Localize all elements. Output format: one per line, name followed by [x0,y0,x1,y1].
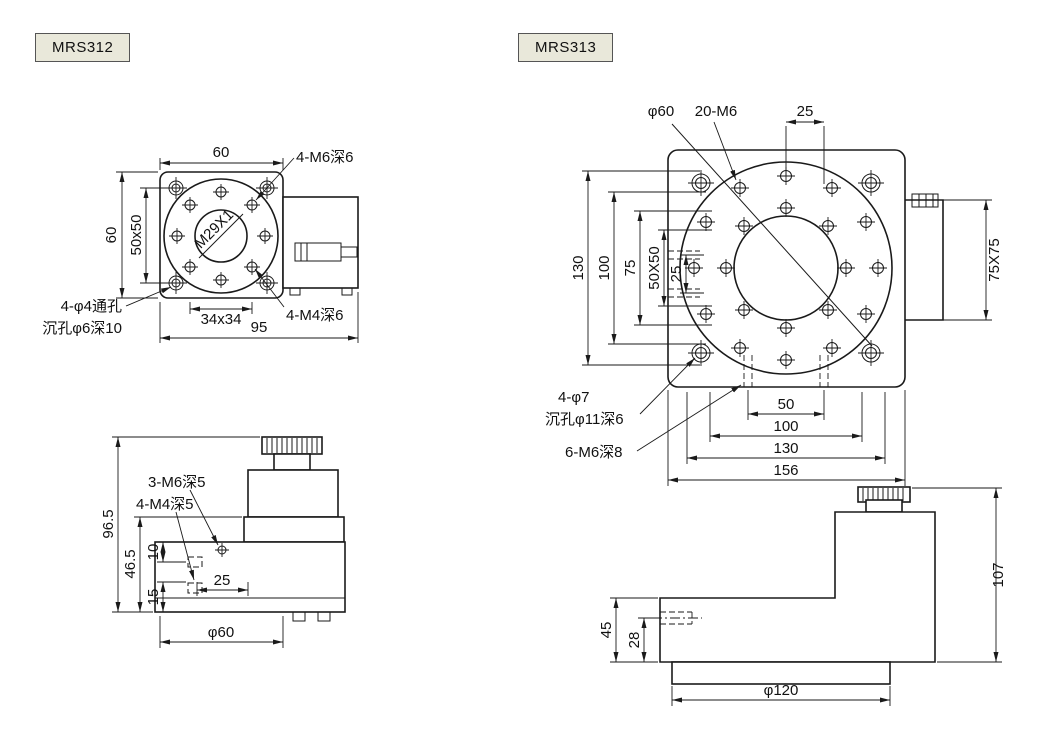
mrs313-bolt-holes-outer [685,167,887,369]
mrs313-motor-extension [905,199,944,321]
mrs312-dim-50x50: 50x50 [128,215,145,256]
mrs312-motor-flange [243,516,345,543]
mrs313-dim-130-bottom: 130 [773,440,798,457]
mrs313-callout-phi7-line1: 4-φ7 [558,389,589,406]
mrs312-dim-15: 15 [145,589,162,606]
part-label-mrs313: MRS313 [518,33,614,62]
mrs312-callout-m4: 4-M4深6 [286,307,344,324]
mrs313-dim-75-left: 75 [622,260,639,277]
mrs312-leader-m6 [255,157,295,201]
mrs313-dim-25-left: 25 [668,266,685,283]
mrs312-callout-4m4: 4-M4深5 [136,496,194,513]
mrs312-knob [261,436,323,471]
mrs312-bore-diagonal-line [198,213,244,259]
mrs313-knob [857,486,911,513]
mrs313-dim-45: 45 [598,622,615,639]
mrs312-dim-60-top: 60 [213,144,230,161]
mrs312-front-top-hole [215,543,229,557]
mrs313-body-outline [659,511,936,663]
mrs312-callout-phi4-line2: 沉孔φ6深10 [42,320,122,337]
mrs312-callout-3m6: 3-M6深5 [148,474,206,491]
part-label-mrs312: MRS312 [35,33,131,62]
part-label-mrs313-text: MRS313 [535,39,597,56]
mrs312-dim-60-left: 60 [103,227,120,244]
mrs313-callout-6m6: 6-M6深8 [565,444,623,461]
mrs312-motor-block [282,196,359,296]
mrs313-dim-100-left: 100 [596,255,613,280]
mrs313-leader-phi7 [639,357,696,415]
mrs312-bottom-feet [292,611,331,622]
mrs312-leader-4m4 [175,511,195,581]
mrs313-bore-diameter-line [671,123,873,347]
mrs313-dim-50x50: 50X50 [646,246,663,289]
mrs313-connector [911,193,939,208]
mrs313-plan-view: φ60 20-M6 25 130 100 75 50X50 25 75X75 5… [545,103,1003,486]
mrs313-leader-6m6 [636,384,742,452]
mrs313-bottom-flange [671,661,891,685]
mrs312-leader-phi4 [125,286,172,307]
mrs312-front-view: 96.5 46.5 10 15 25 φ60 3-M6深5 4-M4深5 [100,436,346,648]
mrs313-side-view: 107 45 28 φ120 [598,486,1007,706]
mrs313-callout-phi7-line2: 沉孔φ11深6 [545,411,624,428]
mrs312-side-hole-upper [187,556,203,568]
mrs312-stage-body [154,541,346,613]
mrs312-callout-phi4-line1: 4-φ4通孔 [61,298,122,315]
mrs313-dim-130-left: 130 [570,255,587,280]
mrs313-dim-25-top: 25 [797,103,814,120]
part-label-mrs312-text: MRS312 [52,39,114,56]
mrs313-callout-20m6: 20-M6 [695,103,738,120]
mrs312-dim-95: 95 [251,319,268,336]
mrs312-callout-m6: 4-M6深6 [296,149,354,166]
mrs312-dim-10: 10 [145,544,162,561]
mrs312-dim-965: 96.5 [100,509,117,538]
mrs313-dim-107: 107 [990,562,1007,587]
mrs313-dim-28: 28 [626,632,643,649]
mrs313-dim-100-bottom: 100 [773,418,798,435]
mrs313-leader-20m6 [713,121,737,181]
mrs312-dim-phi60: φ60 [208,624,234,641]
mrs312-plan-view: M29X1 60 60 50x50 34x34 95 4 [42,144,359,343]
mrs312-leader-3m6 [189,489,219,546]
mrs312-dim-465: 46.5 [122,549,139,578]
mrs313-dim-phi120: φ120 [764,682,799,699]
mrs313-dim-50-bottom: 50 [778,396,795,413]
mrs312-dim-25: 25 [214,572,231,589]
mrs313-plan-extension-lines [582,126,992,486]
mrs313-platform-circle [679,161,893,375]
mrs313-dim-156-bottom: 156 [773,462,798,479]
mrs313-callout-phi60: φ60 [648,103,674,120]
mrs313-bolt-holes-inner [717,199,855,337]
mrs312-motor-body [247,469,339,518]
mrs312-leader-m4 [254,268,285,308]
mrs312-bolt-holes [169,184,273,288]
mrs312-center-bore [194,209,248,263]
mrs312-dim-34x34: 34x34 [201,311,242,328]
mrs313-dim-75x75: 75X75 [986,238,1003,281]
